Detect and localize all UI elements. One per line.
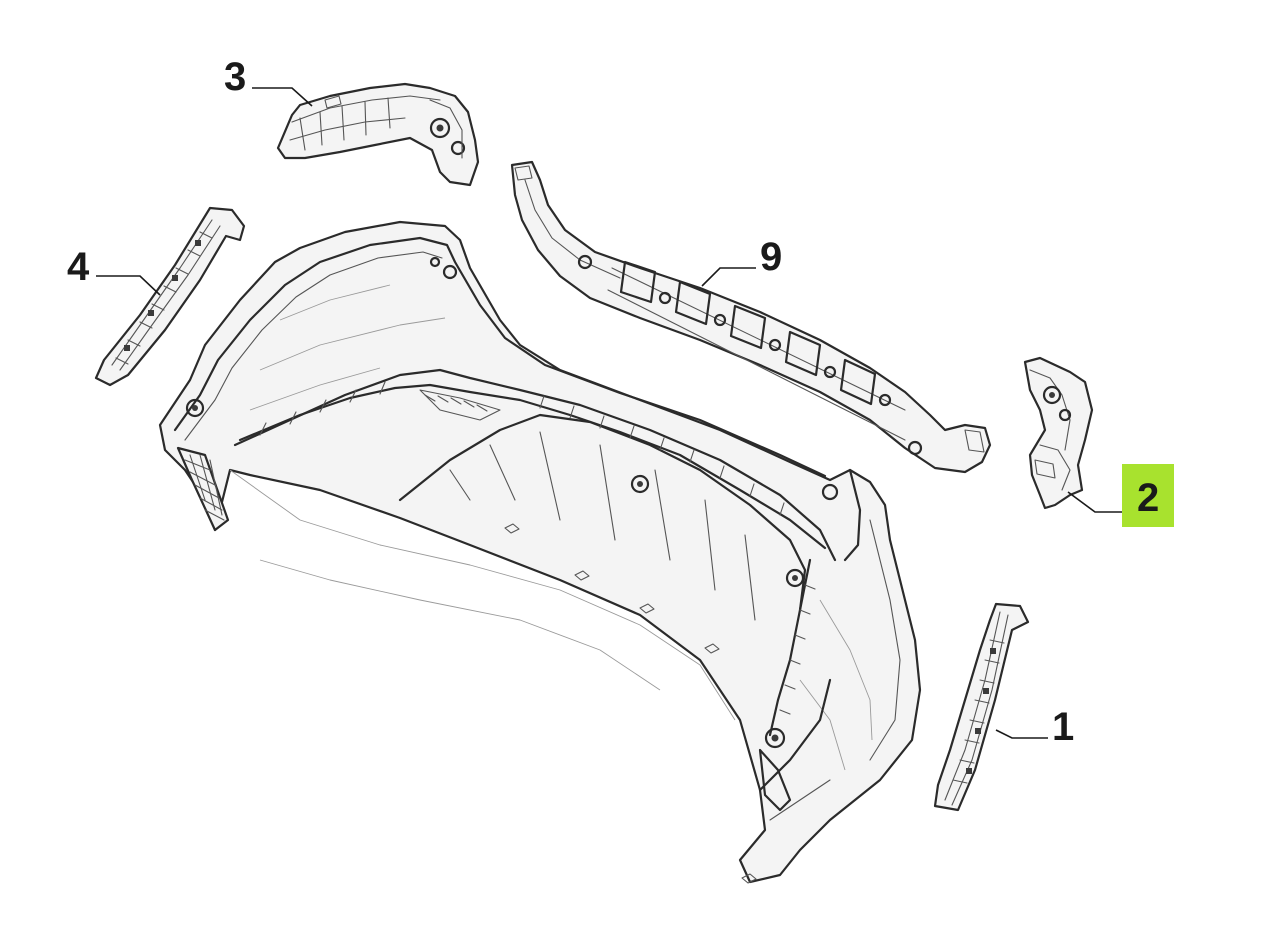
callout-2: 2 xyxy=(1067,464,1174,527)
callout-label-4: 4 xyxy=(67,245,90,289)
part-3-left-upper-bracket[interactable] xyxy=(276,82,480,187)
callout-label-2: 2 xyxy=(1137,476,1159,520)
callout-label-3: 3 xyxy=(224,55,246,99)
callout-3: 3 xyxy=(224,55,313,107)
inner-clip-rail xyxy=(238,381,827,550)
part-4-left-side-guide[interactable] xyxy=(94,206,246,387)
callout-4: 4 xyxy=(67,245,161,296)
callout-9: 9 xyxy=(701,235,782,287)
part-9-reinforcement-rail[interactable] xyxy=(510,160,992,474)
part-1-right-side-guide[interactable] xyxy=(933,602,1030,812)
callout-label-9: 9 xyxy=(760,235,782,279)
callout-1: 1 xyxy=(995,705,1074,749)
callout-label-1: 1 xyxy=(1052,705,1074,749)
left-grille-mesh xyxy=(176,446,230,532)
part-2-right-upper-bracket[interactable] xyxy=(1023,356,1094,510)
bumper-cover xyxy=(158,220,922,884)
callout-highlight-2 xyxy=(1122,464,1174,527)
